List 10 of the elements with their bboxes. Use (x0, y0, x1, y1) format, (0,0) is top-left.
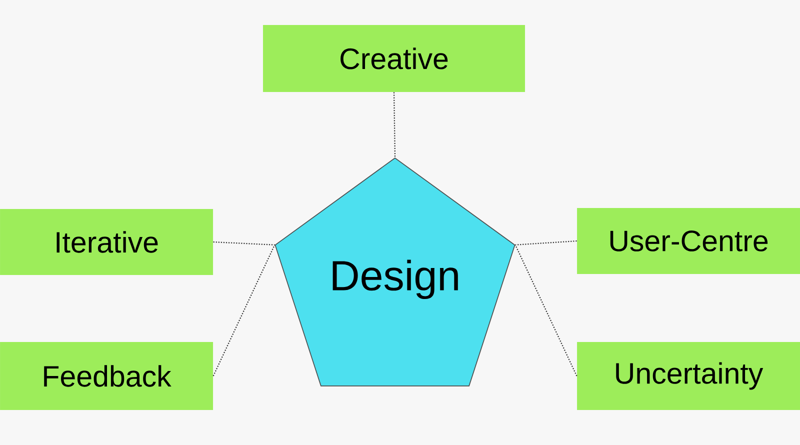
connector-line (393, 92, 396, 158)
label-box: Uncertainty (577, 342, 800, 410)
label-box: User-Centre (577, 208, 800, 274)
connector-line (514, 244, 578, 376)
connector-line (515, 240, 577, 246)
connector-line (212, 244, 276, 376)
label-box: Feedback (0, 342, 214, 410)
label-box: Iterative (0, 209, 214, 275)
connector-line (213, 241, 275, 246)
label-box: Creative (263, 24, 525, 92)
